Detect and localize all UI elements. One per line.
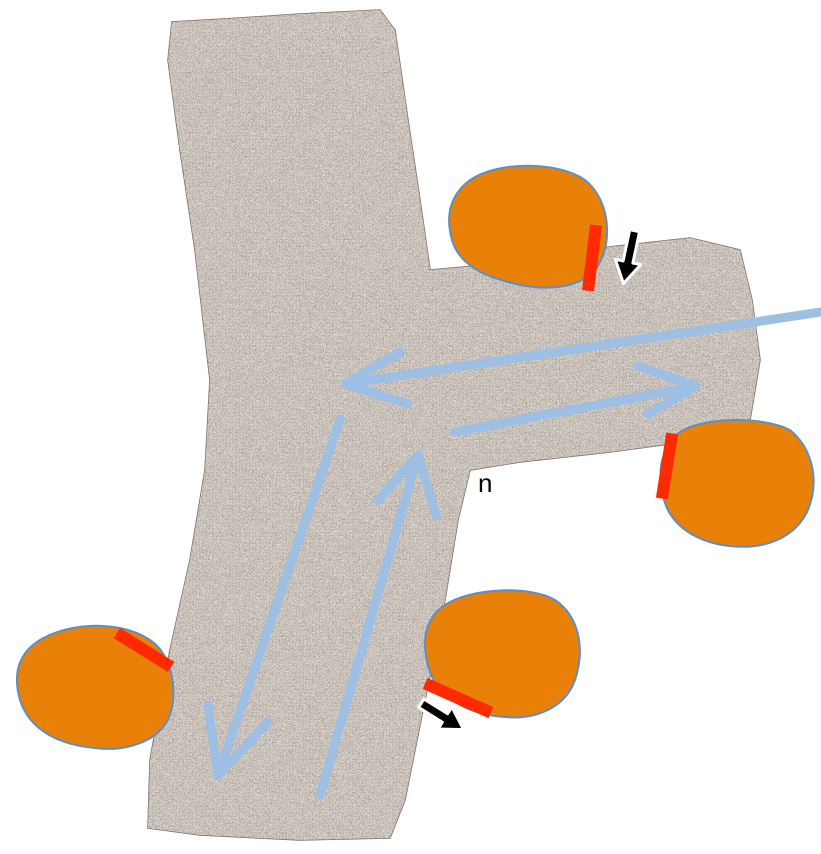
obstacle-right <box>661 420 814 547</box>
edge-text: n <box>478 470 492 496</box>
obstacle-bottom-left <box>17 626 173 749</box>
